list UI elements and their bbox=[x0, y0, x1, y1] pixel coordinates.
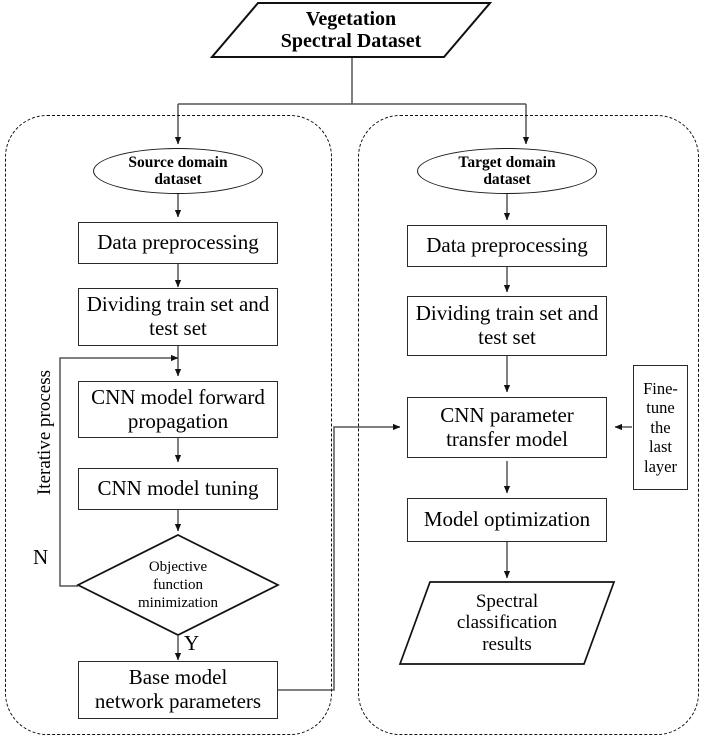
spectral-results-line-3: results bbox=[482, 633, 532, 655]
source-domain-dataset-line-2: dataset bbox=[154, 171, 202, 188]
cnn-transfer-line-1: CNN parameter bbox=[440, 402, 574, 427]
yes-branch-label: Y bbox=[184, 631, 200, 655]
title-line-1: Vegetation bbox=[305, 7, 397, 30]
fine-tune-last-layer-node[interactable]: Fine- tune the last layer bbox=[633, 365, 688, 490]
right-dividing-sets-node[interactable]: Dividing train set and test set bbox=[407, 296, 607, 356]
left-data-preprocessing-node[interactable]: Data preprocessing bbox=[78, 222, 278, 264]
vegetation-spectral-dataset-label: Vegetation Spectral Dataset bbox=[210, 1, 492, 59]
right-dividing-sets-line-1: Dividing train set and bbox=[415, 301, 599, 326]
left-dividing-sets-line-2: test set bbox=[149, 316, 207, 340]
fine-tune-line-2: tune bbox=[646, 398, 675, 418]
objective-function-decision-node[interactable]: Objective function minimization bbox=[76, 533, 280, 637]
cnn-parameter-transfer-model-node[interactable]: CNN parameter transfer model bbox=[407, 397, 607, 458]
fine-tune-line-5: layer bbox=[644, 456, 677, 476]
spectral-classification-results-label: Spectral classification results bbox=[398, 580, 616, 666]
fine-tune-line-4: last bbox=[649, 437, 672, 457]
no-branch-label: N bbox=[33, 545, 49, 569]
right-dividing-sets-line-2: test set bbox=[478, 325, 536, 349]
cnn-model-tuning-node[interactable]: CNN model tuning bbox=[78, 468, 278, 510]
cnn-forward-propagation-line-2: propagation bbox=[127, 408, 229, 433]
title-line-2: Spectral Dataset bbox=[280, 30, 422, 52]
left-dividing-sets-node[interactable]: Dividing train set and test set bbox=[78, 288, 278, 346]
base-model-line-1: Base model bbox=[128, 665, 228, 690]
objective-decision-line-3: minimization bbox=[138, 595, 218, 611]
spectral-results-line-2: classification bbox=[456, 612, 558, 634]
parallelogram-shape bbox=[209, 2, 493, 58]
model-optimization-label: Model optimization bbox=[423, 507, 591, 532]
objective-function-decision-label: Objective function minimization bbox=[76, 533, 280, 637]
source-domain-dataset-node[interactable]: Source domain dataset bbox=[93, 148, 263, 194]
base-model-line-2: network parameters bbox=[94, 689, 262, 713]
fine-tune-line-3: the bbox=[650, 417, 671, 437]
fine-tune-line-1: Fine- bbox=[643, 378, 678, 398]
spectral-classification-results-node[interactable]: Spectral classification results bbox=[398, 580, 616, 666]
target-domain-dataset-line-1: Target domain bbox=[458, 153, 556, 171]
source-domain-pipeline-container bbox=[5, 115, 332, 735]
cnn-model-tuning-label: CNN model tuning bbox=[97, 476, 259, 501]
objective-decision-line-2: function bbox=[153, 577, 203, 593]
right-data-preprocessing-node[interactable]: Data preprocessing bbox=[407, 225, 607, 267]
model-optimization-node[interactable]: Model optimization bbox=[407, 498, 607, 542]
target-domain-dataset-node[interactable]: Target domain dataset bbox=[417, 148, 597, 194]
source-domain-dataset-line-1: Source domain bbox=[128, 153, 228, 171]
objective-decision-line-1: Objective bbox=[148, 559, 208, 575]
cnn-transfer-line-2: transfer model bbox=[446, 426, 568, 451]
cnn-forward-propagation-node[interactable]: CNN model forward propagation bbox=[78, 381, 278, 438]
spectral-results-line-1: Spectral bbox=[475, 591, 539, 613]
diamond-shape bbox=[76, 534, 280, 636]
left-dividing-sets-line-1: Dividing train set and bbox=[86, 292, 270, 317]
cnn-forward-propagation-line-1: CNN model forward bbox=[91, 384, 265, 409]
parallelogram-shape bbox=[398, 581, 616, 665]
target-domain-pipeline-container bbox=[358, 115, 699, 735]
iterative-process-label: Iterative process bbox=[34, 370, 55, 496]
left-data-preprocessing-label: Data preprocessing bbox=[97, 230, 259, 255]
target-domain-dataset-line-2: dataset bbox=[483, 171, 531, 188]
vegetation-spectral-dataset-node[interactable]: Vegetation Spectral Dataset bbox=[209, 1, 493, 59]
right-data-preprocessing-label: Data preprocessing bbox=[426, 233, 588, 258]
base-model-network-parameters-node[interactable]: Base model network parameters bbox=[78, 661, 278, 719]
